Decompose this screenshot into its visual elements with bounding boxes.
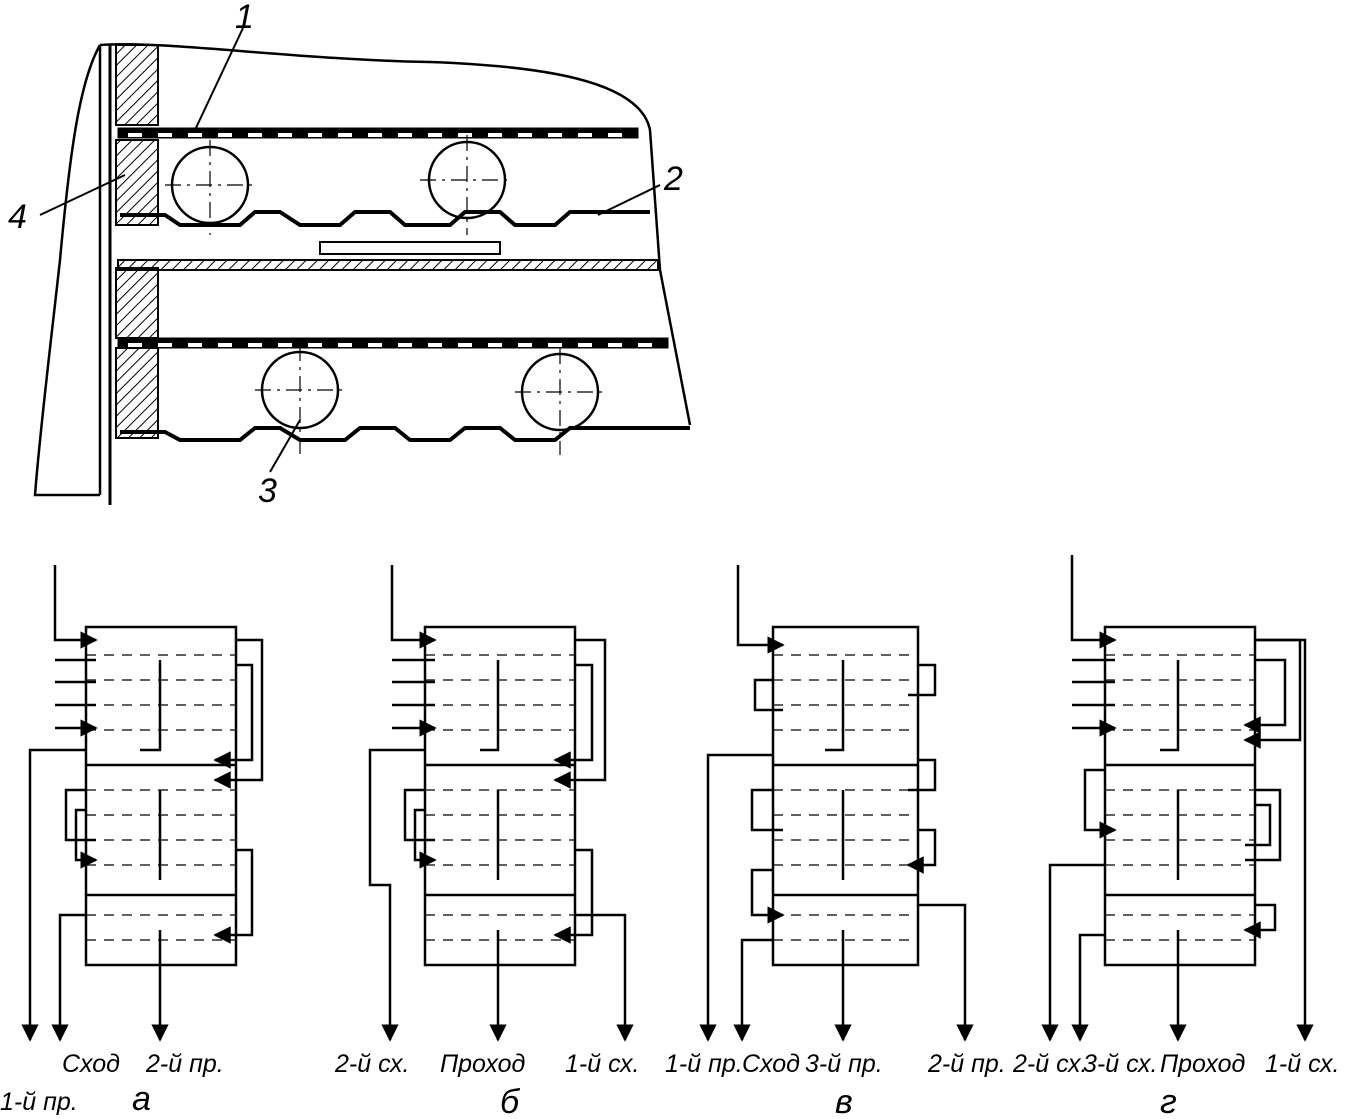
scheme-g-label-2: 3-й сх.	[1083, 1050, 1157, 1078]
scheme-g	[1041, 555, 1314, 1042]
sieve-stack-body	[1103, 625, 1257, 967]
scheme-v-label-4: 2-й пр.	[927, 1050, 1006, 1078]
frame-wood-block-4	[115, 347, 159, 439]
feed-inlet	[736, 565, 785, 654]
leader-3	[269, 419, 301, 473]
scheme-v-letter: в	[835, 1083, 853, 1119]
bypass-loop	[553, 663, 594, 769]
scheme-b-label-1: 2-й сх.	[334, 1050, 409, 1078]
overs-outlet-3	[1255, 638, 1314, 1042]
frame-wood-block-1	[115, 44, 159, 126]
bypass-loop	[213, 638, 264, 789]
leader-2	[597, 184, 661, 216]
feed-inlet	[53, 565, 98, 649]
bypass-loop	[553, 638, 607, 789]
scheme-a	[21, 565, 264, 1042]
overs-outlet-2	[733, 938, 773, 1042]
scheme-g-label-3: Проход	[1160, 1050, 1245, 1078]
side-loops	[1245, 788, 1282, 930]
side-loops-left	[1083, 768, 1117, 839]
flow-through	[825, 660, 843, 1040]
callout-4: 4	[8, 198, 27, 236]
sub-sieve-bottom	[117, 259, 659, 271]
leader-1	[194, 27, 244, 131]
side-loops	[753, 663, 937, 865]
callout-3: 3	[258, 472, 277, 510]
callout-2: 2	[663, 160, 683, 198]
overs-outlet	[1041, 863, 1105, 1042]
support-tray-upper	[120, 210, 650, 227]
scheme-g-label-1: 2-й сх.	[1012, 1050, 1087, 1078]
sieve-cross-section	[33, 27, 692, 505]
overs-outlet	[21, 748, 86, 1042]
scheme-a-letter: а	[132, 1080, 151, 1118]
bypass-loop	[1243, 658, 1287, 734]
overs-outlet-2	[575, 913, 634, 1042]
scheme-b-label-2: Проход	[440, 1050, 525, 1078]
feed-inlet	[1070, 555, 1117, 649]
callout-1: 1	[235, 0, 254, 36]
flow-through	[480, 660, 498, 1040]
scheme-b-letter: б	[500, 1083, 521, 1119]
bypass-loop	[553, 848, 594, 944]
overs-outlet-3	[918, 903, 974, 1042]
scheme-b	[368, 565, 634, 1042]
side-loops	[403, 788, 435, 860]
feed-branch	[1072, 658, 1115, 728]
scheme-b-label-3: 1-й сх.	[565, 1050, 639, 1078]
scheme-v	[699, 565, 974, 1042]
housing-outline	[33, 42, 692, 497]
frame-wood-block-3	[115, 267, 159, 339]
bypass-loop	[213, 848, 254, 944]
flow-through	[1160, 660, 1178, 1040]
scheme-g-label-4: 1-й сх.	[1265, 1050, 1339, 1078]
frame-wood-block-2	[115, 139, 159, 226]
overs-outlet-2	[51, 913, 86, 1042]
scheme-g-letter: г	[1160, 1083, 1177, 1119]
flow-through	[140, 660, 160, 1040]
scheme-v-label-2: Сход	[742, 1050, 800, 1078]
side-loops	[64, 788, 96, 860]
frame-divider	[319, 241, 501, 255]
scheme-v-label-3: 3-й пр.	[805, 1050, 883, 1078]
scheme-a-label-3: 2-й пр.	[145, 1050, 224, 1078]
leader-4	[39, 174, 126, 216]
overs-outlet-2	[1071, 933, 1105, 1042]
scheme-v-label-1: 1-й пр.	[665, 1050, 743, 1078]
bypass-loop	[213, 663, 254, 769]
feed-inlet	[390, 565, 437, 649]
overs-outlet	[699, 753, 773, 1042]
sieve-stack-body	[771, 625, 920, 967]
overs-outlet	[368, 748, 425, 1042]
feed-branch	[392, 658, 435, 728]
scheme-a-label-2: Сход	[62, 1050, 120, 1078]
sieve-mesh-lower	[117, 337, 669, 349]
side-loops-left	[750, 788, 783, 915]
scheme-a-label-1: 1-й пр.	[0, 1088, 78, 1116]
sieve-stack-body	[423, 625, 577, 967]
feed-branch	[55, 658, 96, 728]
support-tray-lower	[120, 426, 690, 442]
sieve-mesh-upper	[117, 127, 639, 139]
